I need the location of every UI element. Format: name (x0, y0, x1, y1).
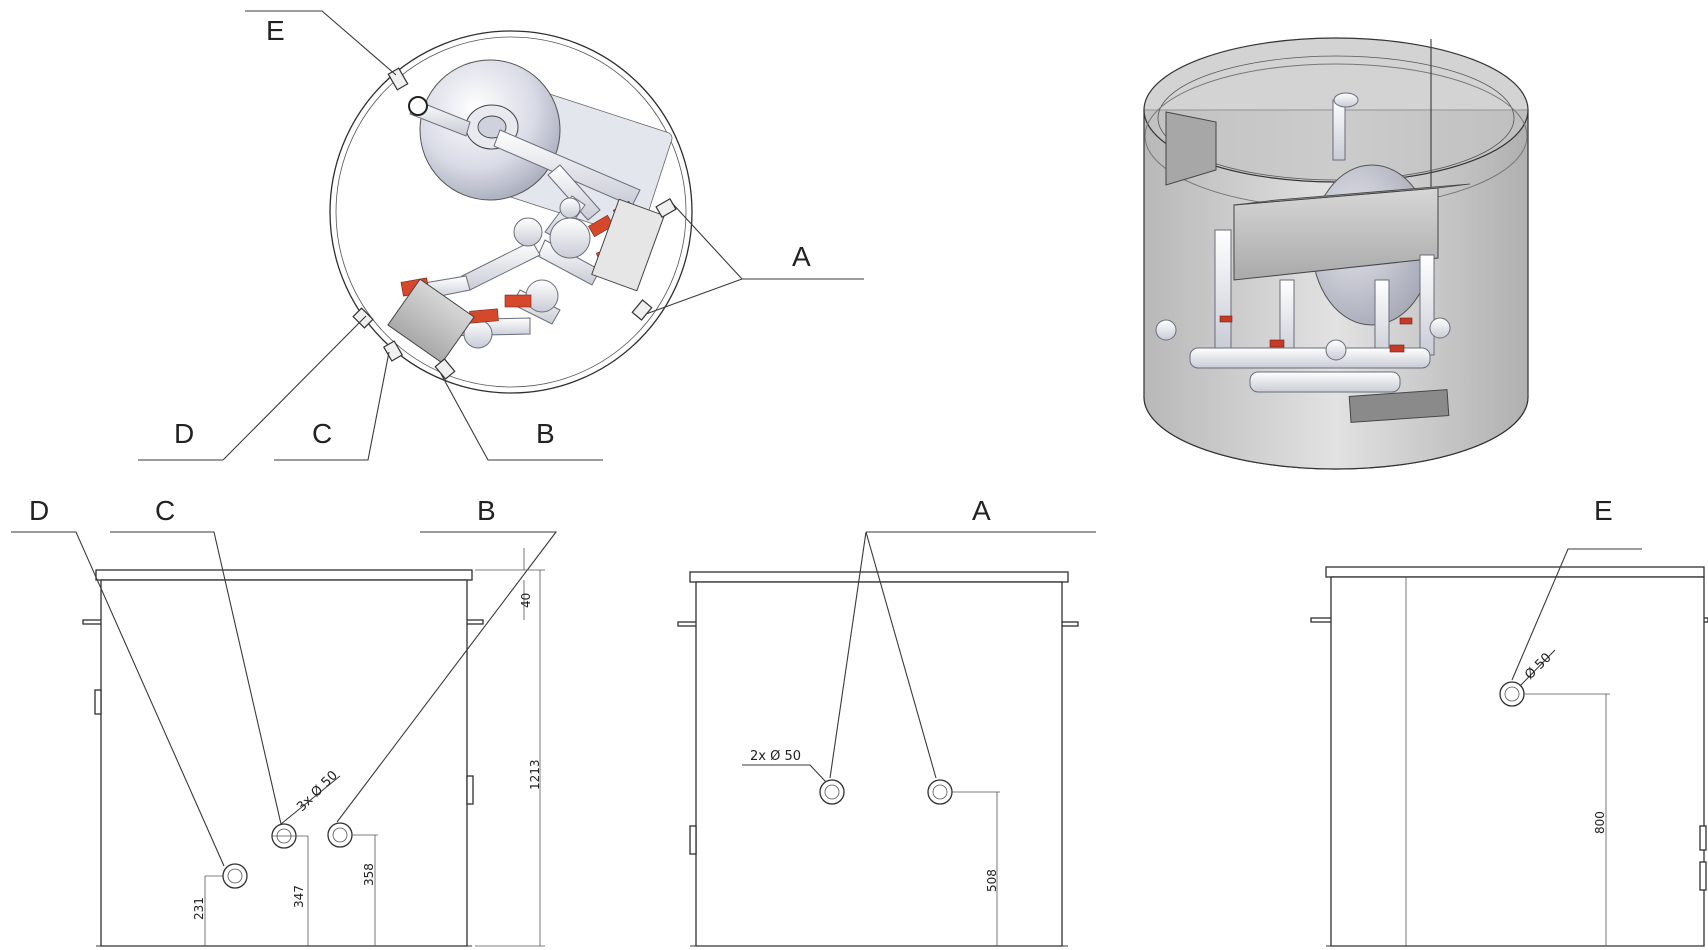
isometric-render (1143, 37, 1529, 470)
callout-a-plan: A (792, 241, 811, 272)
side-view-right: E Ø 50 800 (1310, 495, 1708, 947)
leaders-left (11, 531, 558, 867)
tank-collar-iso (1157, 55, 1515, 181)
rim-left (95, 569, 473, 581)
dim-347: 347 (292, 885, 306, 908)
tank-body-left (100, 579, 468, 947)
dimension-lines-middle (952, 791, 1000, 946)
dimension-lines-right (1524, 693, 1610, 946)
dim-height-1213: 1213 (528, 759, 542, 790)
note-2x-dia-50: 2x Ø 50 (750, 749, 801, 764)
grate-iso (1348, 389, 1450, 423)
rim-right (1325, 566, 1705, 578)
port-d-left (222, 863, 248, 889)
leaders-middle (742, 531, 1096, 783)
tank-body-right (1330, 576, 1705, 947)
leaders-right (1511, 548, 1642, 687)
callout-d-plan: D (174, 418, 194, 449)
control-box-plan-1 (387, 278, 475, 364)
side-box-iso (1165, 111, 1217, 186)
callout-a-middle: A (972, 495, 991, 526)
tank-inner-rim-plan (335, 36, 687, 388)
valves-iso (1219, 315, 1413, 353)
port-b-left (327, 822, 353, 848)
callout-c-plan: C (312, 418, 332, 449)
callout-e-right: E (1594, 495, 1613, 526)
control-box-plan-2 (591, 198, 665, 292)
tank-body-middle (695, 581, 1063, 947)
dim-231: 231 (192, 897, 206, 920)
piping-plan (408, 96, 641, 349)
dim-800: 800 (1593, 811, 1607, 834)
side-view-left: D C B 3x Ø 50 40 1213 231 347 358 (11, 495, 558, 947)
leaders-plan (138, 10, 864, 461)
rim-connectors-plan (352, 67, 677, 380)
callout-d-left: D (29, 495, 49, 526)
callout-b-plan: B (536, 418, 555, 449)
callout-b-left: B (477, 495, 496, 526)
dimension-lines-left (204, 548, 545, 947)
callout-e-plan: E (266, 15, 285, 46)
dim-rim-40: 40 (519, 593, 533, 608)
dim-358: 358 (362, 863, 376, 886)
port-a1-middle (819, 779, 845, 805)
dim-508: 508 (985, 869, 999, 892)
side-view-middle: A 2x Ø 50 508 (677, 495, 1096, 947)
callout-c-left: C (155, 495, 175, 526)
port-a2-middle (927, 779, 953, 805)
top-view: E A D C B (138, 10, 864, 461)
